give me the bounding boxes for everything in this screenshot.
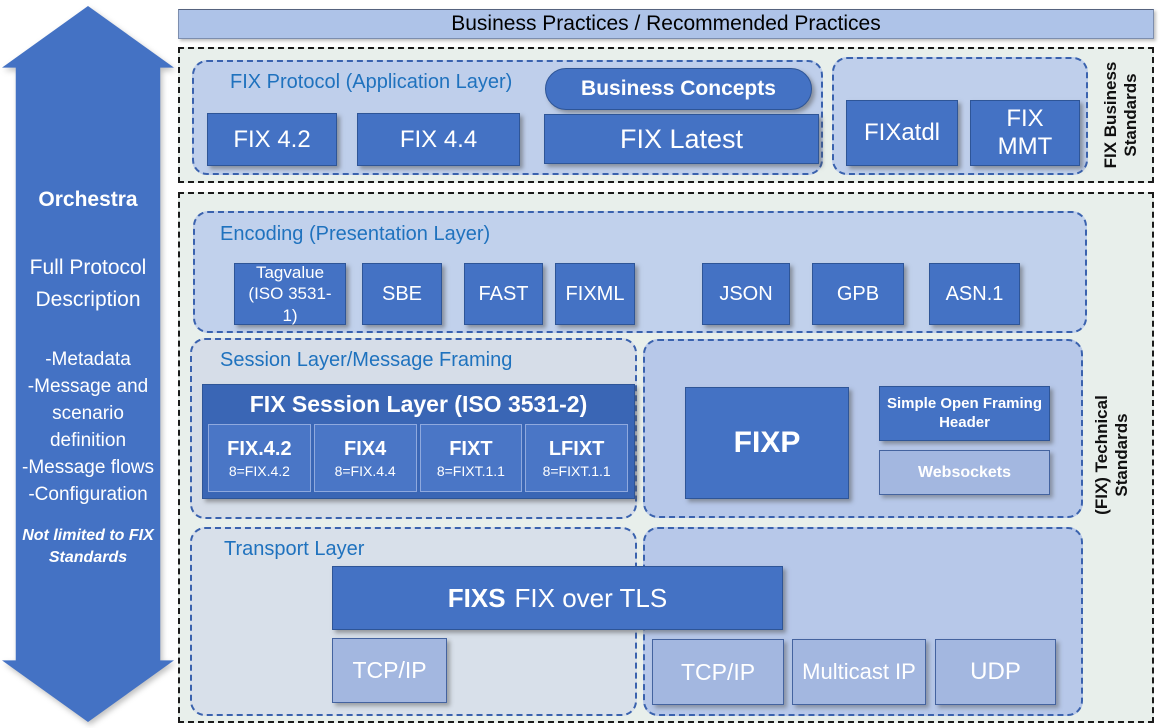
session-version-box: FIX.4.2 8=FIX.4.2	[208, 424, 311, 492]
version-name: FIXT	[449, 437, 493, 460]
fixp-box: FIXP	[685, 387, 849, 499]
session-versions-row: FIX.4.2 8=FIX.4.2 FIX4 8=FIX.4.4 FIXT 8=…	[208, 424, 628, 492]
application-layer-title: FIX Protocol (Application Layer)	[230, 71, 513, 93]
orchestra-bullet: -Configuration	[28, 483, 148, 505]
session-right-container: FIXP Simple Open Framing Header Websocke…	[643, 339, 1083, 518]
fix-session-layer-title: FIX Session Layer (ISO 3531-2)	[249, 390, 588, 417]
orchestra-bullets: -Metadata -Message and scenario definiti…	[20, 347, 156, 509]
websockets-box: Websockets	[879, 450, 1050, 495]
session-version-box: FIXT 8=FIXT.1.1	[419, 424, 523, 492]
version-name: FIX4	[344, 437, 387, 460]
business-concepts-pill: Business Concepts	[545, 68, 812, 110]
side-label-line: Standards	[1121, 73, 1140, 157]
orchestra-bullet: -Message flows	[22, 456, 154, 478]
encoding-layer-container: Encoding (Presentation Layer) Tagvalue (…	[193, 211, 1087, 333]
fixs-fix-over-tls-box: FIXS FIX over TLS	[332, 566, 783, 630]
version-tag: 8=FIXT.1.1	[542, 462, 611, 479]
fix44-box: FIX 4.4	[357, 113, 520, 166]
tcpip-left-box: TCP/IP	[332, 638, 447, 703]
side-label-line: FIX Business	[1100, 61, 1120, 169]
session-layer-container: Session Layer/Message Framing FIX Sessio…	[190, 338, 637, 519]
session-version-box: FIX4 8=FIX.4.4	[313, 424, 417, 492]
transport-layer-title: Transport Layer	[224, 538, 365, 560]
udp-box: UDP	[935, 639, 1056, 705]
fast-box: FAST	[464, 263, 543, 325]
side-label-line: Standards	[1112, 413, 1131, 497]
business-side-container: FIXatdl FIX MMT	[832, 57, 1088, 175]
orchestra-text-block: Orchestra Full Protocol Description -Met…	[20, 188, 156, 570]
version-tag: 8=FIXT.1.1	[436, 462, 505, 479]
orchestra-subtitle: Full Protocol Description	[29, 256, 147, 311]
fixml-box: FIXML	[555, 263, 635, 325]
version-tag: 8=FIX.4.4	[334, 462, 396, 479]
fix42-box: FIX 4.2	[207, 113, 337, 166]
tagvalue-box: Tagvalue (ISO 3531-1)	[234, 263, 346, 325]
multicast-ip-box: Multicast IP	[792, 639, 926, 705]
asn1-box: ASN.1	[929, 263, 1020, 325]
version-name: FIX.4.2	[227, 437, 292, 460]
technical-standards-side-label: (FIX) Technical Standards	[1091, 380, 1133, 530]
double-arrow-icon	[2, 6, 174, 722]
fix-session-layer-box: FIX Session Layer (ISO 3531-2) FIX.4.2 8…	[202, 384, 635, 499]
orchestra-bullet: -Message and scenario definition	[27, 375, 149, 451]
simple-open-framing-header-box: Simple Open Framing Header	[879, 386, 1050, 441]
side-label-line: (FIX) Technical	[1091, 395, 1111, 515]
business-standards-side-label: FIX Business Standards	[1100, 40, 1142, 190]
encoding-layer-title: Encoding (Presentation Layer)	[220, 223, 491, 245]
sbe-box: SBE	[362, 263, 442, 325]
orchestra-title: Orchestra	[38, 188, 138, 211]
application-layer-container: FIX Protocol (Application Layer) FIX 4.2…	[192, 60, 823, 175]
fixatdl-box: FIXatdl	[846, 100, 958, 166]
fix-mmt-box: FIX MMT	[970, 100, 1080, 166]
fixs-label: FIXS	[447, 582, 506, 613]
orchestra-arrow: Orchestra Full Protocol Description -Met…	[2, 6, 174, 722]
session-layer-title: Session Layer/Message Framing	[220, 349, 513, 371]
gpb-box: GPB	[812, 263, 904, 325]
tcpip-right-box: TCP/IP	[652, 639, 784, 705]
version-tag: 8=FIX.4.2	[228, 462, 290, 479]
fix-over-tls-label: FIX over TLS	[514, 582, 668, 613]
fix-latest-box: FIX Latest	[544, 114, 819, 164]
orchestra-note: Not limited to FIX Standards	[22, 526, 154, 567]
session-version-box: LFIXT 8=FIXT.1.1	[525, 424, 628, 492]
version-name: LFIXT	[548, 437, 605, 460]
business-practices-header: Business Practices / Recommended Practic…	[178, 9, 1154, 39]
json-box: JSON	[702, 263, 790, 325]
orchestra-bullet: -Metadata	[45, 349, 131, 370]
